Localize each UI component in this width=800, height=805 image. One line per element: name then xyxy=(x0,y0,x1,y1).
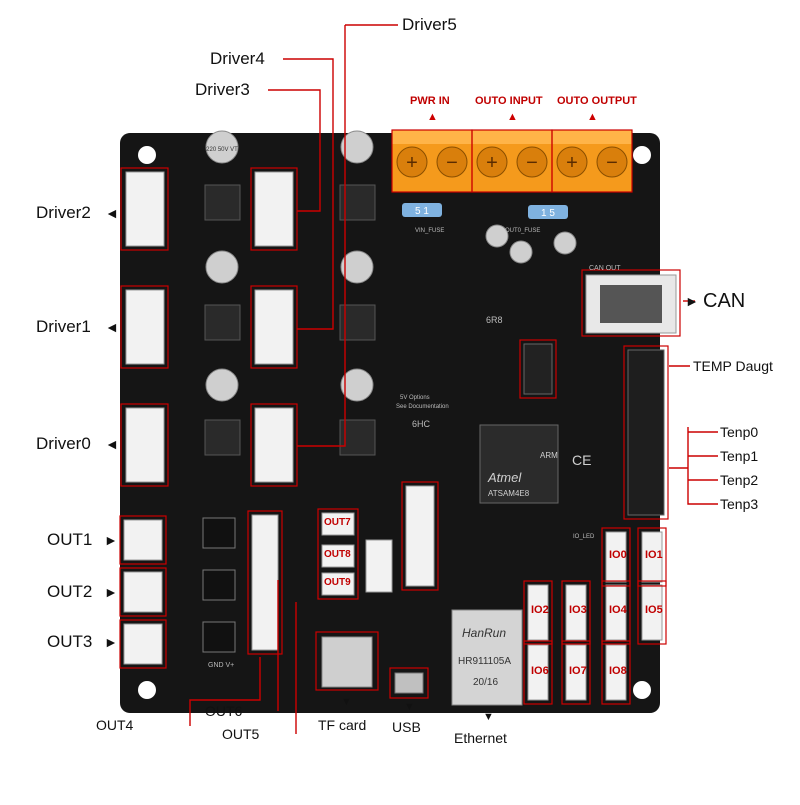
out8-label: OUT8 xyxy=(324,549,351,560)
out0-output-label: OUTO OUTPUT xyxy=(557,95,637,107)
terminal-glyph-5: + xyxy=(566,152,578,174)
io5-label: IO5 xyxy=(645,604,663,616)
io1-label: IO1 xyxy=(645,549,663,561)
driver2-arrow: ◄ xyxy=(105,205,119,221)
out3-label: OUT3 xyxy=(47,632,93,651)
ce-mark: CE xyxy=(572,452,591,468)
out5-label: OUT5 xyxy=(222,726,260,742)
io6-label: IO6 xyxy=(531,665,549,677)
out1-arrow: ► xyxy=(104,532,118,548)
driver-connector-callouts xyxy=(120,167,298,487)
io2-label: IO2 xyxy=(531,604,549,616)
io-connectors xyxy=(527,531,663,701)
pwr-in-label: PWR IN xyxy=(410,95,450,107)
temp1-label: Tenp1 xyxy=(720,448,759,464)
terminal-glyph-2: − xyxy=(446,152,458,174)
ethernet-jack xyxy=(451,609,523,706)
can-label: CAN xyxy=(703,290,746,312)
driver3-label: Driver3 xyxy=(195,80,250,99)
mcu-brand: Atmel xyxy=(487,470,522,485)
silk-vin-fuse: VIN_FUSE xyxy=(415,228,445,234)
driver1-arrow: ◄ xyxy=(105,319,119,335)
ethernet-date: 20/16 xyxy=(473,677,498,688)
silk-io-led: IO_LED xyxy=(573,534,595,540)
driver1-label: Driver1 xyxy=(36,317,91,336)
driver4-label: Driver4 xyxy=(210,49,265,68)
callout-lines xyxy=(189,24,718,734)
out9-label: OUT9 xyxy=(324,577,351,588)
driver-connectors xyxy=(125,171,294,483)
temp-header xyxy=(627,349,665,516)
driver0-label: Driver0 xyxy=(36,434,91,453)
out2-label: OUT2 xyxy=(47,582,93,601)
capacitors xyxy=(205,130,577,402)
io0-label: IO0 xyxy=(609,549,627,561)
terminal-glyph-3: + xyxy=(486,152,498,174)
ethernet-label: Ethernet xyxy=(454,730,507,746)
terminal-glyph-4: − xyxy=(526,152,538,174)
fuse-out0 xyxy=(528,205,568,219)
temp-daughter-header xyxy=(523,343,553,395)
silk-can-out: CAN OUT xyxy=(589,265,621,272)
io4-label: IO4 xyxy=(609,604,627,616)
ethernet-model: HR911105A xyxy=(458,656,511,667)
driver-chips xyxy=(204,184,376,456)
mcu-sub: ARM xyxy=(540,451,558,460)
silk-5v-options: 5V Options xyxy=(400,395,430,401)
temp2-label: Tenp2 xyxy=(720,472,759,488)
fuse-vin-label: 5 1 xyxy=(415,206,429,217)
terminal-glyph-6: − xyxy=(606,152,618,174)
mcu-model: ATSAM4E8 xyxy=(488,489,530,498)
temp-daughter-label: TEMP Daugt xyxy=(693,358,773,374)
out6-label: OUT6 xyxy=(205,703,243,719)
silk-gnd-v: GND V+ xyxy=(208,662,235,669)
pwr-in-arrow: ▲ xyxy=(427,111,438,123)
capacitor-marking: 220 50V VT xyxy=(206,147,238,153)
can-arrow: ► xyxy=(685,293,699,309)
tf-card-slot xyxy=(321,636,373,688)
silk-6hc: 6HC xyxy=(412,419,431,429)
out1-label: OUT1 xyxy=(47,530,93,549)
io7-label: IO7 xyxy=(569,665,587,677)
power-terminal-block xyxy=(391,129,633,193)
out3-arrow: ► xyxy=(104,634,118,650)
output-connectors xyxy=(123,514,279,665)
fan-connectors xyxy=(321,485,435,596)
terminal-glyph-1: + xyxy=(406,152,418,174)
ethernet-brand: HanRun xyxy=(462,626,506,640)
usb-port xyxy=(394,672,424,694)
out0-input-label: OUTO INPUT xyxy=(475,95,543,107)
mosfets xyxy=(202,517,236,653)
io3-label: IO3 xyxy=(569,604,587,616)
driver5-label: Driver5 xyxy=(402,15,457,34)
out0-output-arrow: ▲ xyxy=(587,111,598,123)
silk-see-doc: See Documentation xyxy=(396,404,449,410)
temp3-label: Tenp3 xyxy=(720,496,759,512)
io8-label: IO8 xyxy=(609,665,627,677)
mcu-chip xyxy=(479,424,559,504)
usb-label: USB xyxy=(392,719,421,735)
driver2-label: Driver2 xyxy=(36,203,91,222)
usb-arrow: ▼ xyxy=(404,701,415,713)
temp0-label: Tenp0 xyxy=(720,424,759,440)
fuse-out0-label: 1 5 xyxy=(541,208,555,219)
ethernet-arrow: ▼ xyxy=(483,711,494,723)
tf-card-label: TF card xyxy=(318,717,367,733)
driver0-arrow: ◄ xyxy=(105,436,119,452)
silk-out0-fuse: OUT0_FUSE xyxy=(505,228,541,234)
out7-label: OUT7 xyxy=(324,517,351,528)
out0-input-arrow: ▲ xyxy=(507,111,518,123)
out2-arrow: ► xyxy=(104,584,118,600)
silk-6r8: 6R8 xyxy=(486,315,503,325)
tf-card-arrow: ▼ xyxy=(341,696,352,708)
fuse-vin xyxy=(402,203,442,217)
out4-label: OUT4 xyxy=(96,717,134,733)
